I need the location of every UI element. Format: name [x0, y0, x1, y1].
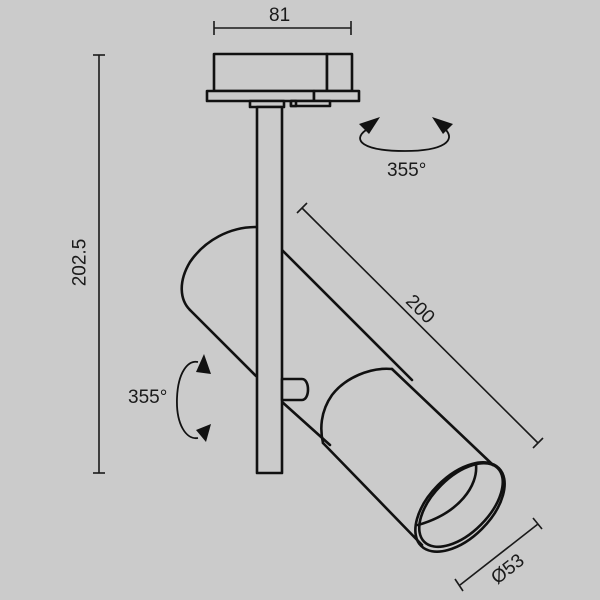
arrowhead-icon — [359, 117, 380, 134]
dimension-line-diameter — [454, 517, 543, 592]
rotation-label-horizontal: 355° — [387, 160, 427, 181]
dimension-line-width — [213, 21, 352, 35]
arrowhead-icon — [196, 354, 211, 374]
arrowhead-icon — [432, 117, 453, 134]
track-adapter — [205, 52, 361, 109]
mounting-stem — [255, 105, 284, 475]
lamp-body — [180, 225, 495, 547]
lens-ring — [414, 461, 506, 553]
dimension-line-length — [296, 202, 544, 449]
arrowhead-icon — [196, 424, 211, 442]
dimension-label-height: 202.5 — [69, 238, 91, 287]
rotation-label-vertical: 355° — [128, 387, 168, 408]
rotation-arrow-horizontal — [359, 117, 453, 152]
rotation-arrow-vertical — [176, 354, 211, 442]
dimension-label-width: 81 — [269, 5, 291, 26]
dimension-line-height — [93, 54, 105, 474]
adjustment-knob — [280, 377, 310, 402]
